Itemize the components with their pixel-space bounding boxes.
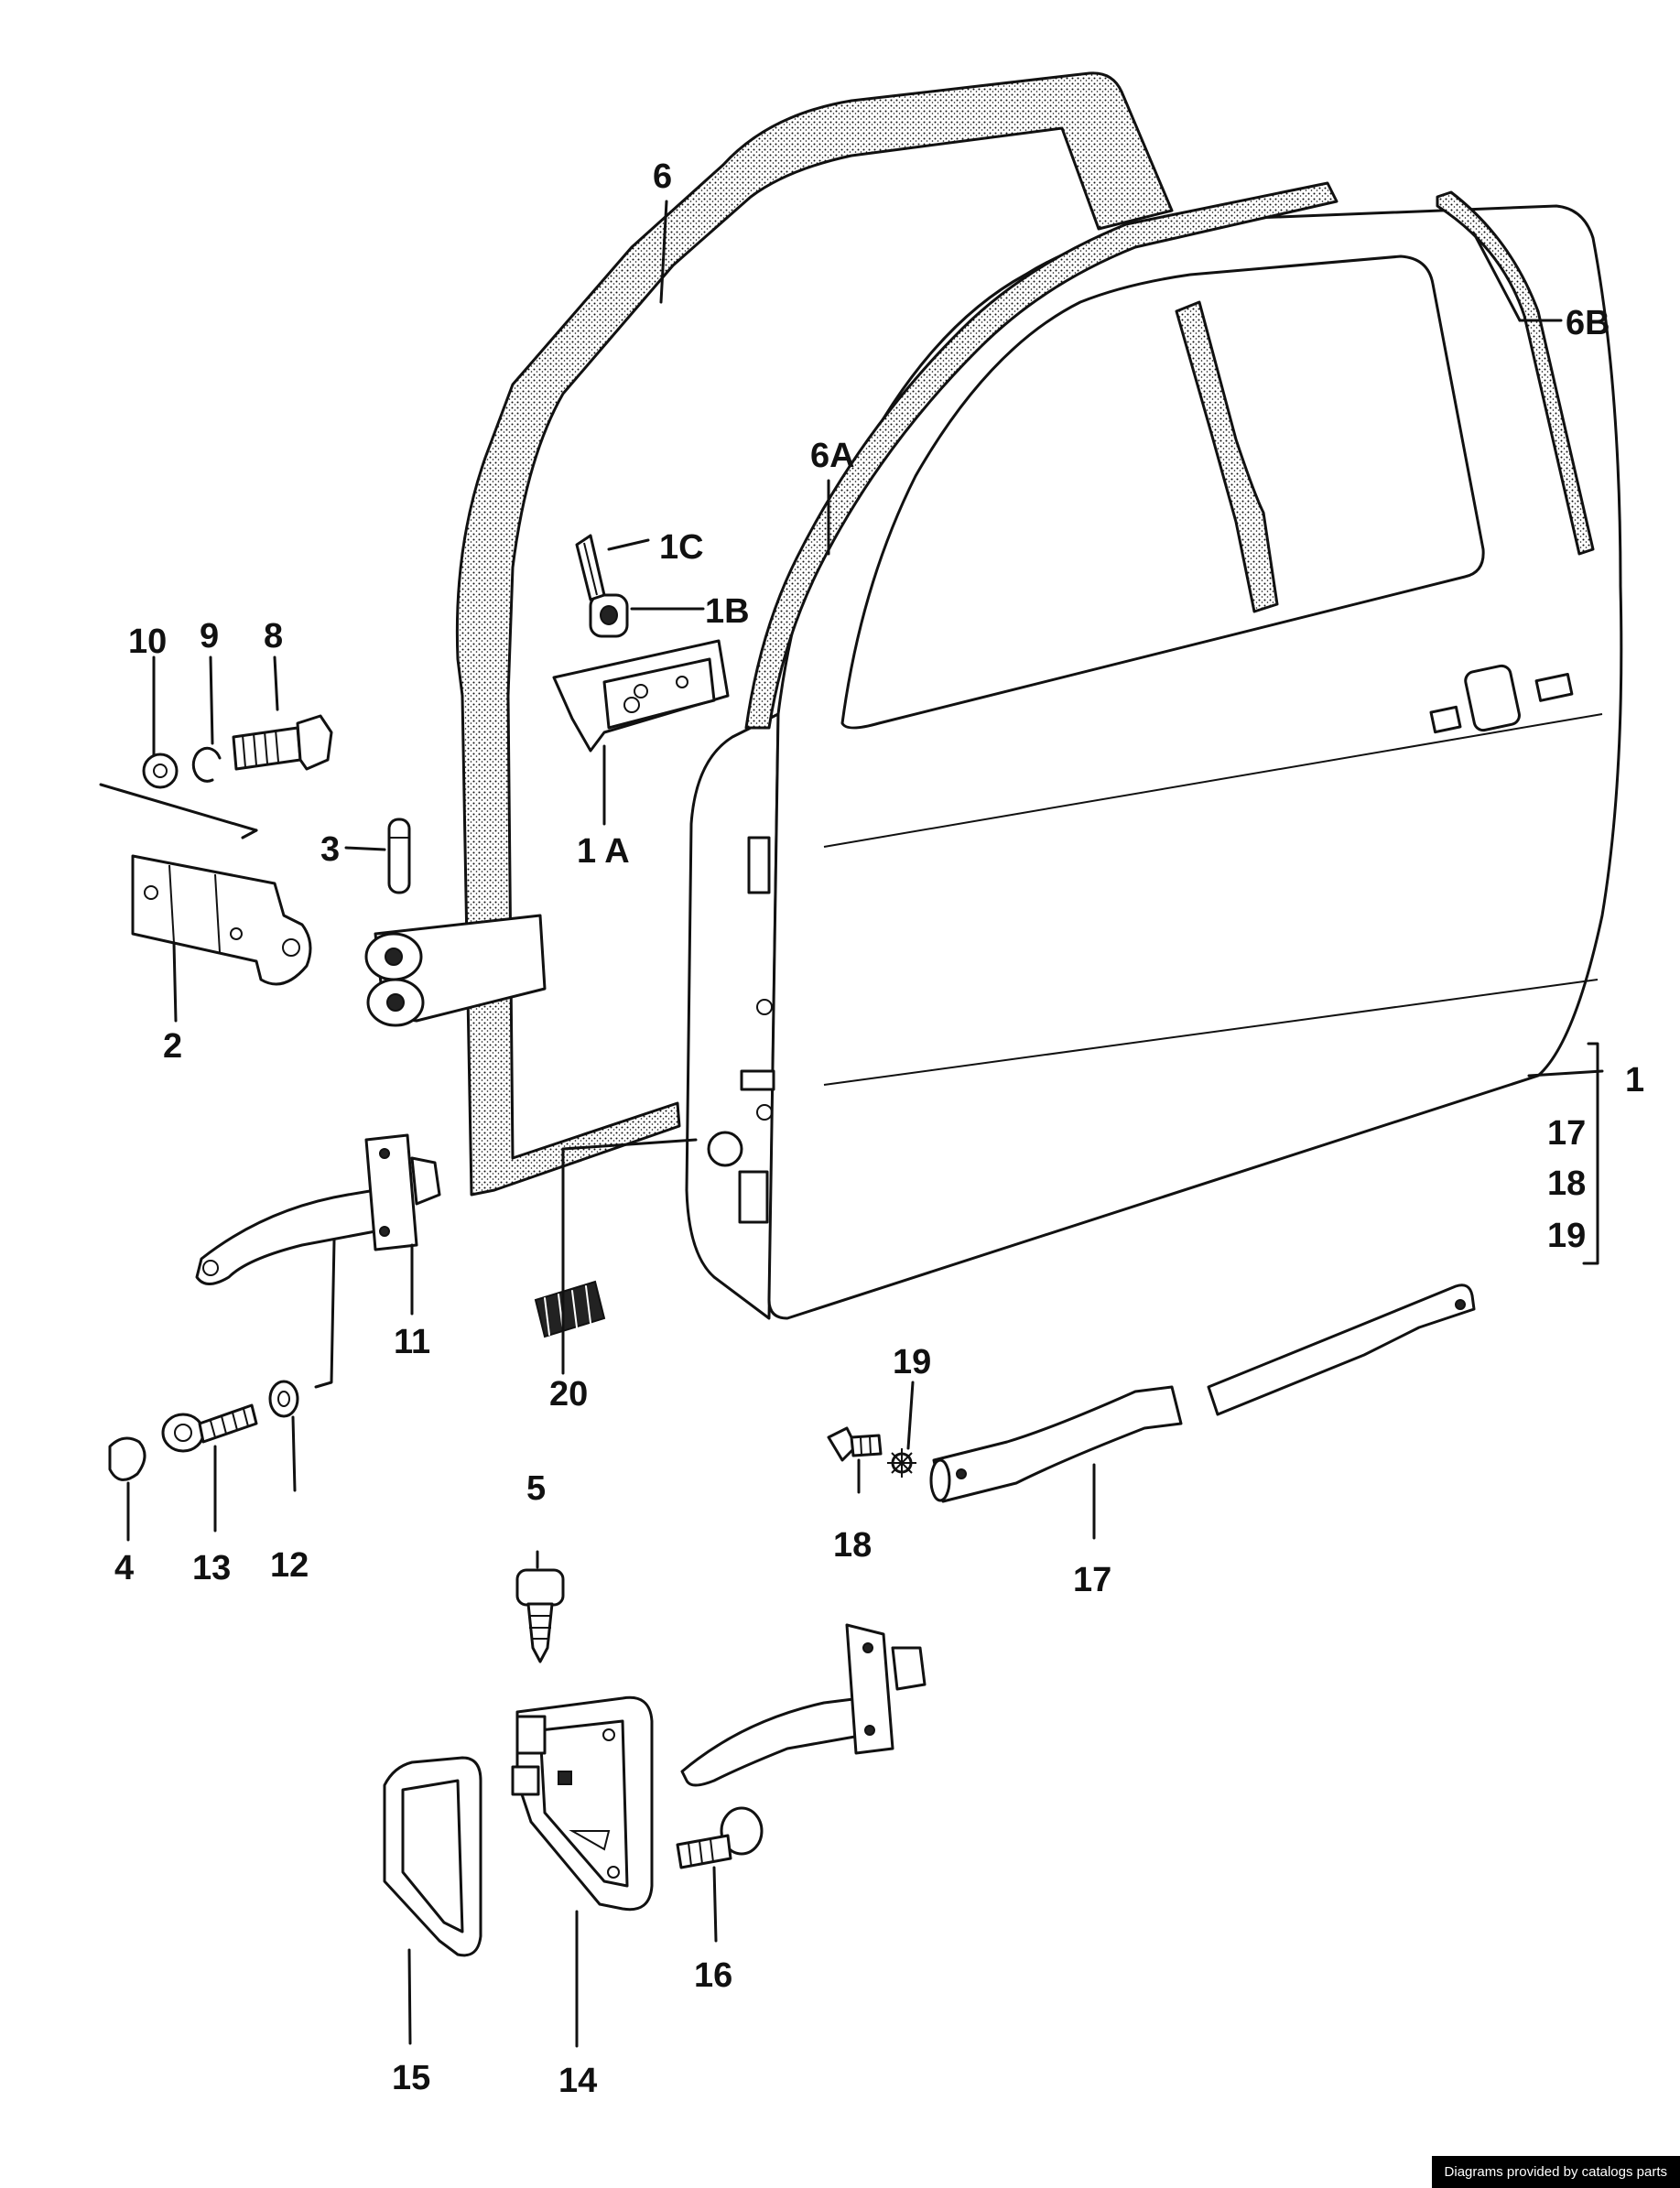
- pin-1c: [575, 534, 606, 601]
- hinge-pin-3: [387, 818, 411, 894]
- callout-labels: 6 6B 6A 1C 1B 1 A 10 9 8 3 2 1 17 18 19 …: [114, 157, 1644, 2100]
- callout-6a: 6A: [810, 437, 855, 475]
- callout-13: 13: [192, 1549, 231, 1587]
- callout-1: 1: [1625, 1061, 1644, 1099]
- hinge-plate-2: [131, 854, 312, 986]
- star-washer-19: [887, 1448, 916, 1478]
- callout-18-top: 18: [1547, 1164, 1586, 1203]
- callout-17-bottom: 17: [1073, 1561, 1111, 1599]
- bolt-8: [232, 714, 333, 771]
- callout-8: 8: [264, 617, 283, 655]
- bushing-1b: [589, 593, 629, 638]
- callout-5: 5: [526, 1469, 546, 1508]
- callout-19-bottom: 19: [893, 1343, 931, 1381]
- callout-6: 6: [653, 157, 672, 196]
- door-frame-seal: [455, 71, 1174, 1197]
- callout-1b: 1B: [705, 592, 750, 631]
- washer-10: [142, 753, 179, 789]
- callout-19-top: 19: [1547, 1217, 1586, 1255]
- callout-18-bottom: 18: [833, 1526, 872, 1565]
- callout-10: 10: [128, 623, 167, 661]
- window-strip-6a: [744, 181, 1339, 730]
- callout-9: 9: [200, 617, 219, 655]
- callout-17-top: 17: [1547, 1114, 1586, 1153]
- bracket-1a: [552, 639, 730, 753]
- callout-15: 15: [392, 2059, 430, 2097]
- check-strap-lower: [680, 1623, 927, 1787]
- callout-16: 16: [694, 1956, 732, 1995]
- screw-18: [827, 1426, 883, 1462]
- leader-lines: [99, 200, 1604, 2048]
- callout-6b: 6B: [1566, 304, 1610, 342]
- callout-3: 3: [320, 830, 340, 869]
- callout-14: 14: [558, 2062, 597, 2100]
- callout-1a: 1 A: [577, 832, 630, 871]
- lock-washer-9: [191, 746, 222, 783]
- callout-12: 12: [270, 1546, 309, 1585]
- callout-4: 4: [114, 1549, 134, 1587]
- gasket-15: [383, 1756, 482, 1957]
- cap-4: [108, 1436, 146, 1481]
- callout-20: 20: [549, 1375, 588, 1414]
- door-shell: [685, 204, 1623, 1320]
- washer-12: [268, 1380, 299, 1418]
- door-hinge: [364, 914, 547, 1027]
- check-bracket-14: [511, 1695, 654, 1912]
- bolt-16: [676, 1806, 764, 1869]
- rear-strip-6b: [1436, 190, 1595, 556]
- seal-bar-17: [929, 1284, 1476, 1503]
- callout-11: 11: [394, 1323, 430, 1361]
- spring-plug-20: [534, 1280, 606, 1338]
- callout-2: 2: [163, 1027, 182, 1066]
- callout-1c: 1C: [659, 528, 704, 567]
- screw-5: [515, 1568, 565, 1663]
- check-strap-11: [195, 1133, 441, 1285]
- credit-footer: Diagrams provided by catalogs parts: [1431, 2156, 1680, 2188]
- bolt-13: [161, 1403, 258, 1453]
